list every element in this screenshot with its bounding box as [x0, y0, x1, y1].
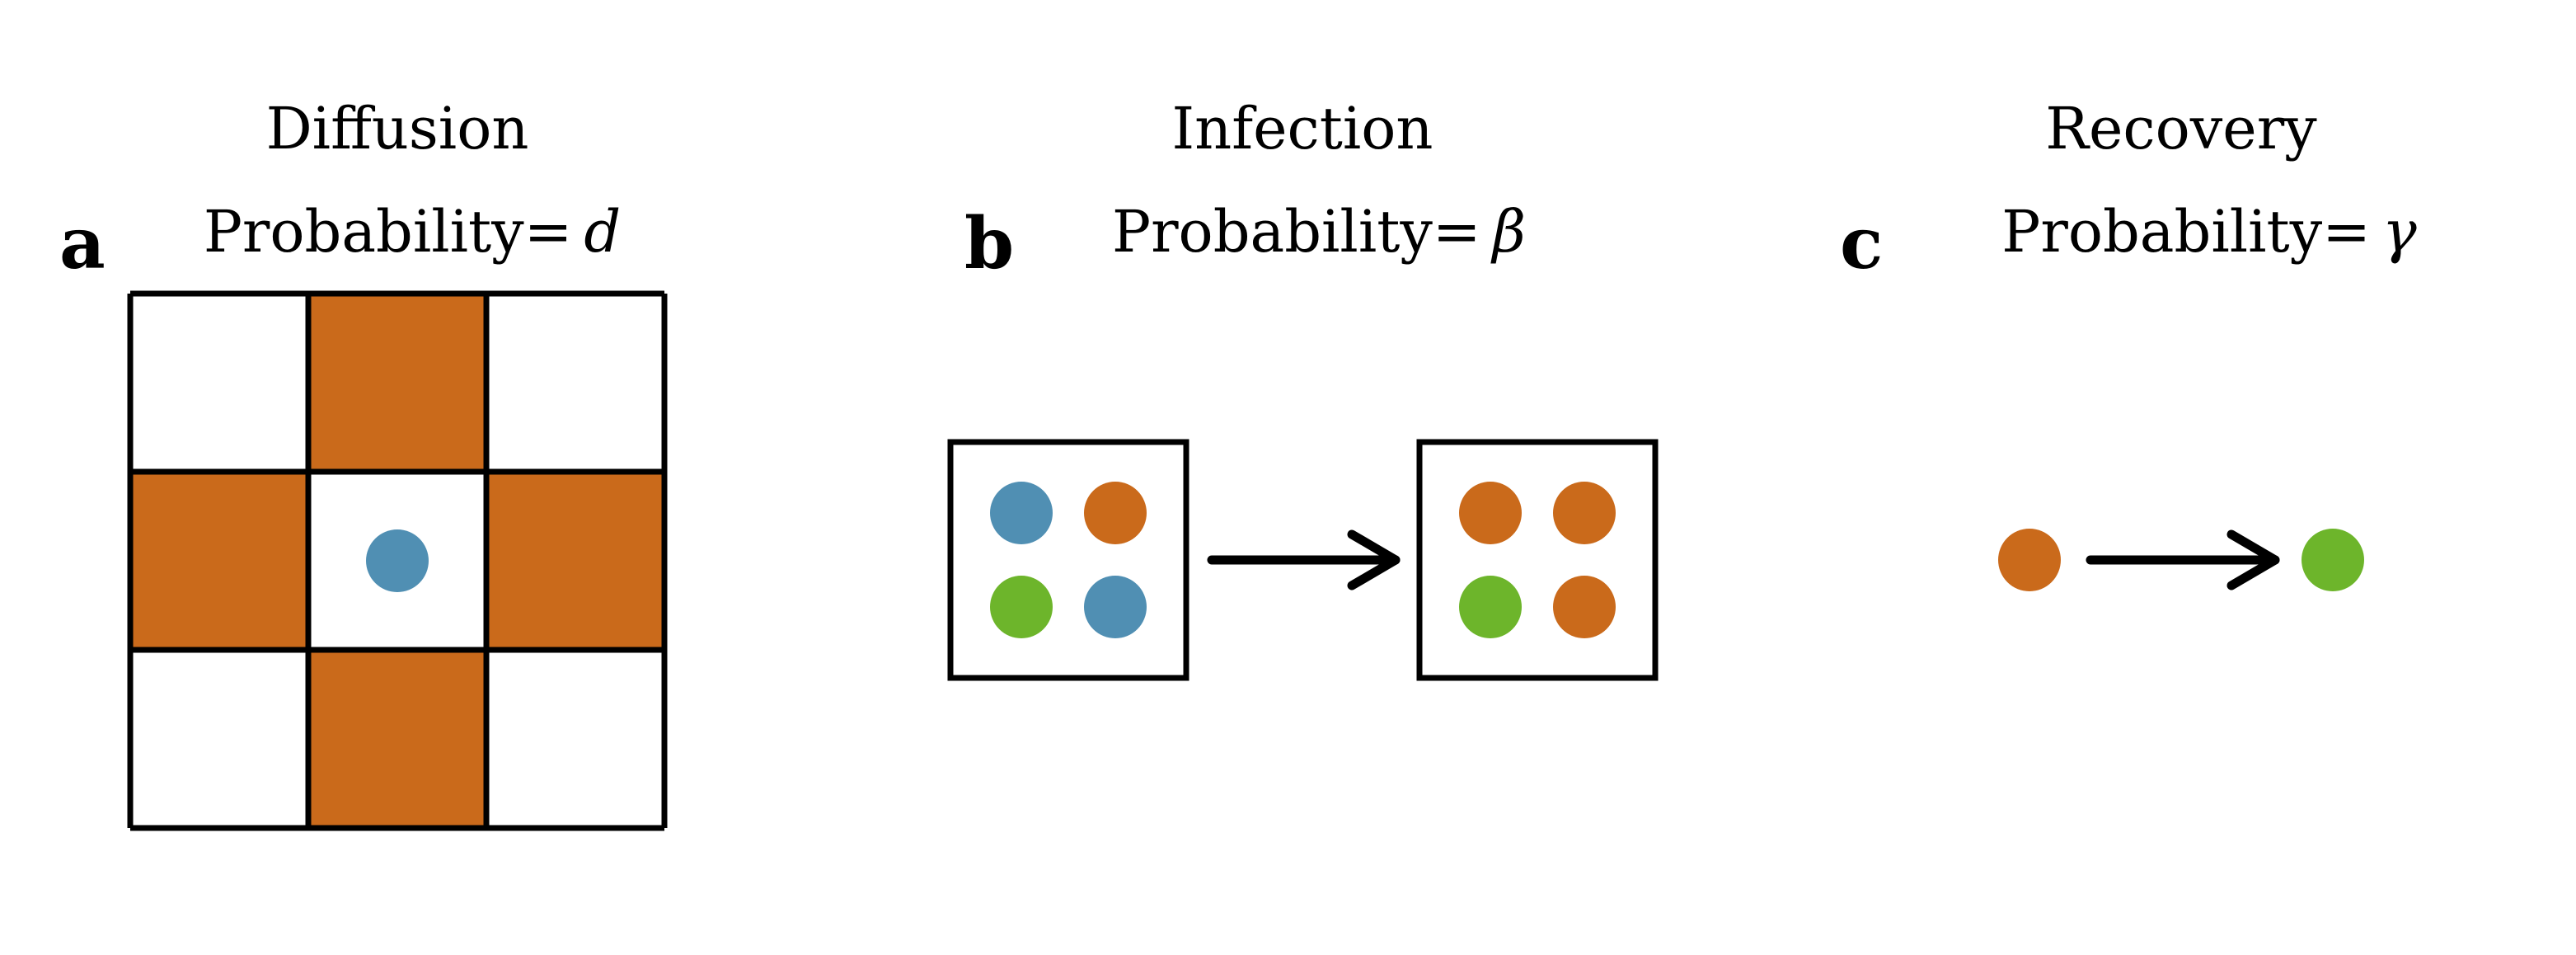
- lattice-cell: [486, 472, 664, 650]
- recovery-probability-symbol: γ: [2382, 198, 2417, 266]
- diffusion-probability-symbol: d: [584, 198, 621, 266]
- recovery-probability: Probability=γ: [2001, 198, 2417, 266]
- lattice-cell: [486, 650, 664, 828]
- lattice-cell: [130, 294, 308, 472]
- infection-probability-symbol: β: [1490, 198, 1526, 266]
- infection-before-box: [947, 439, 1189, 681]
- recovery-heading: Recovery: [2045, 95, 2317, 162]
- panel-recovery: Recovery Probability=γ c: [1840, 95, 2417, 591]
- diffusion-probability: Probability=d: [204, 198, 621, 266]
- infected-particle: [1459, 482, 1522, 544]
- infection-arrow: [1207, 529, 1401, 590]
- susceptible-particle: [1084, 576, 1147, 638]
- panel-letter-a: a: [59, 202, 106, 285]
- lattice-cell: [308, 650, 486, 828]
- recovered-particle: [990, 576, 1053, 638]
- recovered-particle: [1459, 576, 1522, 638]
- recovery-probability-label: Probability=: [2001, 198, 2371, 266]
- recovered-particle: [2302, 529, 2364, 591]
- infected-particle: [1553, 482, 1616, 544]
- arrow-head: [2226, 529, 2280, 590]
- lattice-cell: [486, 294, 664, 472]
- infected-particle: [1084, 482, 1147, 544]
- diffusion-probability-label: Probability=: [204, 198, 573, 266]
- infection-probability: Probability=β: [1112, 198, 1526, 266]
- panel-diffusion: Diffusion Probability=d a: [59, 95, 668, 831]
- susceptible-particle: [990, 482, 1053, 544]
- diffusion-heading: Diffusion: [266, 95, 529, 162]
- panel-infection: Infection Probability=β b: [947, 95, 1659, 681]
- infection-after-box: [1416, 439, 1659, 681]
- lattice-cell: [130, 472, 308, 650]
- infected-particle: [1998, 529, 2061, 591]
- susceptible-particle: [366, 529, 429, 592]
- lattice-cell: [130, 650, 308, 828]
- diffusion-lattice: [127, 290, 668, 831]
- arrow-head: [1347, 529, 1401, 590]
- infected-particle: [1553, 576, 1616, 638]
- lattice-cell: [308, 294, 486, 472]
- infection-heading: Infection: [1171, 95, 1433, 162]
- panel-letter-b: b: [964, 202, 1014, 285]
- infection-probability-label: Probability=: [1112, 198, 1481, 266]
- panel-letter-c: c: [1840, 202, 1883, 285]
- recovery-arrow: [2086, 529, 2280, 590]
